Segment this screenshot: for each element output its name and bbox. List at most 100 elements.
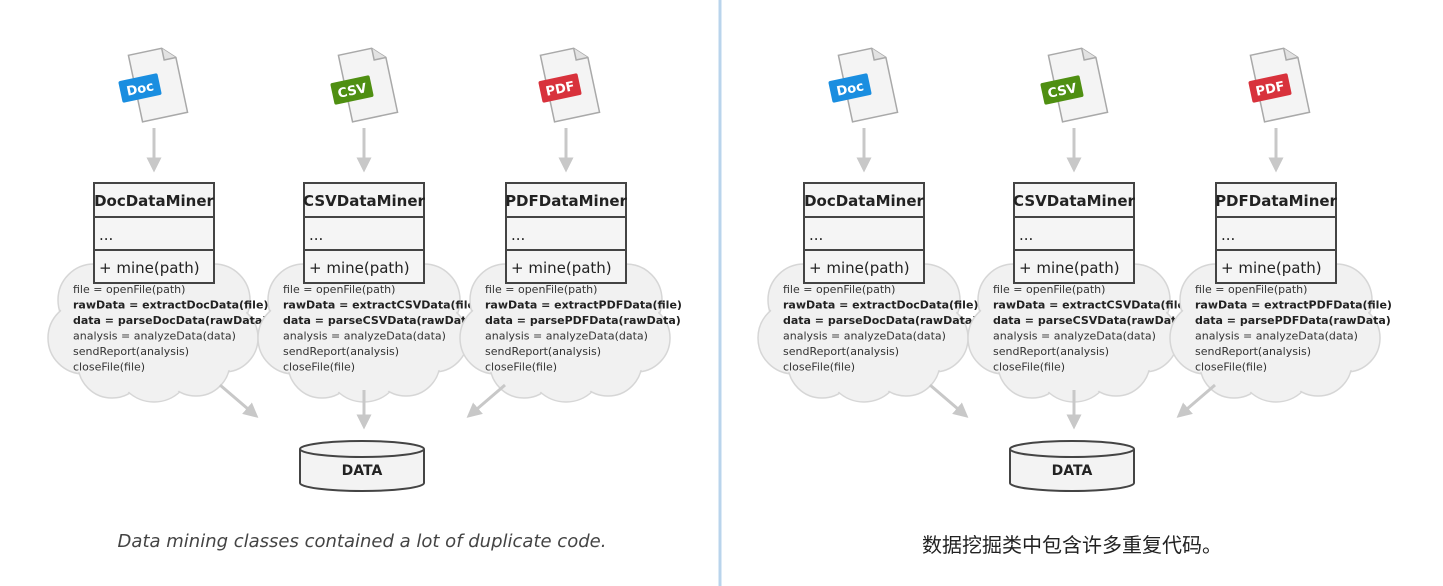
code-line: closeFile(file): [783, 361, 855, 374]
class-group-csv: CSV CSVDataMiner... + mine(path) file = ope…: [967, 47, 1190, 403]
class-fields: ...: [511, 226, 525, 244]
code-line: rawData = extractDocData(file): [783, 299, 978, 312]
arrows-to-database: [929, 383, 1216, 430]
code-line: sendReport(analysis): [485, 345, 601, 358]
code-line: file = openFile(path): [993, 283, 1105, 296]
code-line: data = parseDocData(rawData): [783, 314, 977, 327]
badge-label: CSV: [336, 81, 368, 102]
code-line: data = parseCSVData(rawData): [993, 314, 1189, 327]
document-fold: [370, 48, 387, 61]
badge-label: PDF: [1254, 79, 1286, 100]
database-label: DATA: [1052, 463, 1093, 479]
code-line: data = parseCSVData(rawData): [283, 314, 479, 327]
class-method: + mine(path): [309, 259, 410, 277]
cloud-fill: [259, 253, 467, 401]
badge-background: [1040, 75, 1084, 105]
uml-class-box: CSVDataMiner... + mine(path): [1013, 182, 1136, 284]
class-name: CSVDataMiner: [303, 192, 425, 210]
arrow-diagonal-icon: [1176, 383, 1216, 418]
class-fields: ...: [1019, 226, 1033, 244]
cloud-fill: [969, 253, 1177, 401]
file-type-badge: Doc: [828, 73, 872, 103]
cloud-puff-fill: [1025, 277, 1123, 375]
database-top: [1009, 440, 1135, 458]
class-box-frame: [1215, 182, 1337, 284]
badge-background: [538, 73, 582, 103]
class-name: CSVDataMiner: [1013, 192, 1135, 210]
code-line: data = parseDocData(rawData): [73, 314, 267, 327]
figure-caption: Data mining classes contained a lot of d…: [118, 531, 607, 552]
cloud-puff-fill: [517, 277, 615, 375]
code-line: rawData = extractDocData(file): [73, 299, 268, 312]
uml-class-box: DocDataMiner...+ mine(path): [93, 182, 215, 284]
badge-label: CSV: [1046, 81, 1078, 102]
code-line: closeFile(file): [283, 361, 355, 374]
class-group-csv: CSV CSVDataMiner... + mine(path) file = ope…: [257, 47, 480, 403]
cloud-puff-fill: [105, 277, 203, 375]
badge-background: [330, 75, 374, 105]
code-line: analysis = analyzeData(data): [783, 330, 946, 343]
code-line: data = parsePDFData(rawData): [1195, 314, 1391, 327]
document-fold: [1282, 48, 1299, 61]
badge-background: [828, 73, 872, 103]
class-group-pdf: PDF PDFDataMiner... + mine(path) file = ope…: [459, 47, 682, 403]
code-line: file = openFile(path): [73, 283, 185, 296]
code-line: sendReport(analysis): [783, 345, 899, 358]
code-line: file = openFile(path): [783, 283, 895, 296]
code-line: closeFile(file): [73, 361, 145, 374]
class-box-frame: [303, 182, 425, 284]
arrow-diagonal-icon: [929, 383, 969, 418]
uml-class-box: PDFDataMiner...+ mine(path): [1215, 182, 1338, 284]
figure-caption: 数据挖掘类中包含许多重复代码。: [922, 533, 1222, 557]
database-icon: DATA: [299, 440, 425, 492]
code-line: file = openFile(path): [485, 283, 597, 296]
file-type-badge: CSV: [1040, 75, 1084, 105]
code-line: file = openFile(path): [1195, 283, 1307, 296]
code-line: analysis = analyzeData(data): [283, 330, 446, 343]
code-line: sendReport(analysis): [993, 345, 1109, 358]
class-name: DocDataMiner: [804, 192, 924, 210]
class-box-frame: [505, 182, 627, 284]
database-body: [1009, 449, 1135, 492]
class-name: PDFDataMiner: [505, 192, 627, 210]
code-line: rawData = extractPDFData(file): [1195, 299, 1392, 312]
database-icon: DATA: [1009, 440, 1135, 492]
class-box-frame: [93, 182, 215, 284]
class-fields: ...: [99, 226, 113, 244]
document-fold: [160, 48, 177, 61]
code-line: sendReport(analysis): [283, 345, 399, 358]
code-line: analysis = analyzeData(data): [73, 330, 236, 343]
file-type-badge: CSV: [330, 75, 374, 105]
class-box-frame: [1013, 182, 1135, 284]
class-method: + mine(path): [1221, 259, 1322, 277]
arrows-to-database: [219, 383, 506, 430]
code-line: rawData = extractCSVData(file): [283, 299, 480, 312]
class-fields: ...: [1221, 226, 1235, 244]
cloud-puff-fill: [315, 277, 413, 375]
badge-label: PDF: [544, 79, 576, 100]
code-line: data = parsePDFData(rawData): [485, 314, 681, 327]
class-method: + mine(path): [809, 259, 910, 277]
class-box-frame: [803, 182, 925, 284]
arrow-diagonal-icon: [466, 383, 506, 418]
cloud-fill: [759, 253, 967, 401]
badge-label: Doc: [835, 79, 865, 99]
class-method: + mine(path): [1019, 259, 1120, 277]
file-type-badge: PDF: [1248, 73, 1292, 103]
class-fields: ...: [309, 226, 323, 244]
file-type-badge: Doc: [118, 73, 162, 103]
uml-class-box: PDFDataMiner... + mine(path): [505, 182, 628, 284]
code-line: rawData = extractCSVData(file): [993, 299, 1190, 312]
class-method: + mine(path): [99, 259, 200, 277]
code-line: analysis = analyzeData(data): [485, 330, 648, 343]
code-line: file = openFile(path): [283, 283, 395, 296]
cloud-puff-fill: [815, 277, 913, 375]
class-fields: ...: [809, 226, 823, 244]
database-label: DATA: [342, 463, 383, 479]
code-line: closeFile(file): [993, 361, 1065, 374]
class-method: + mine(path): [511, 259, 612, 277]
